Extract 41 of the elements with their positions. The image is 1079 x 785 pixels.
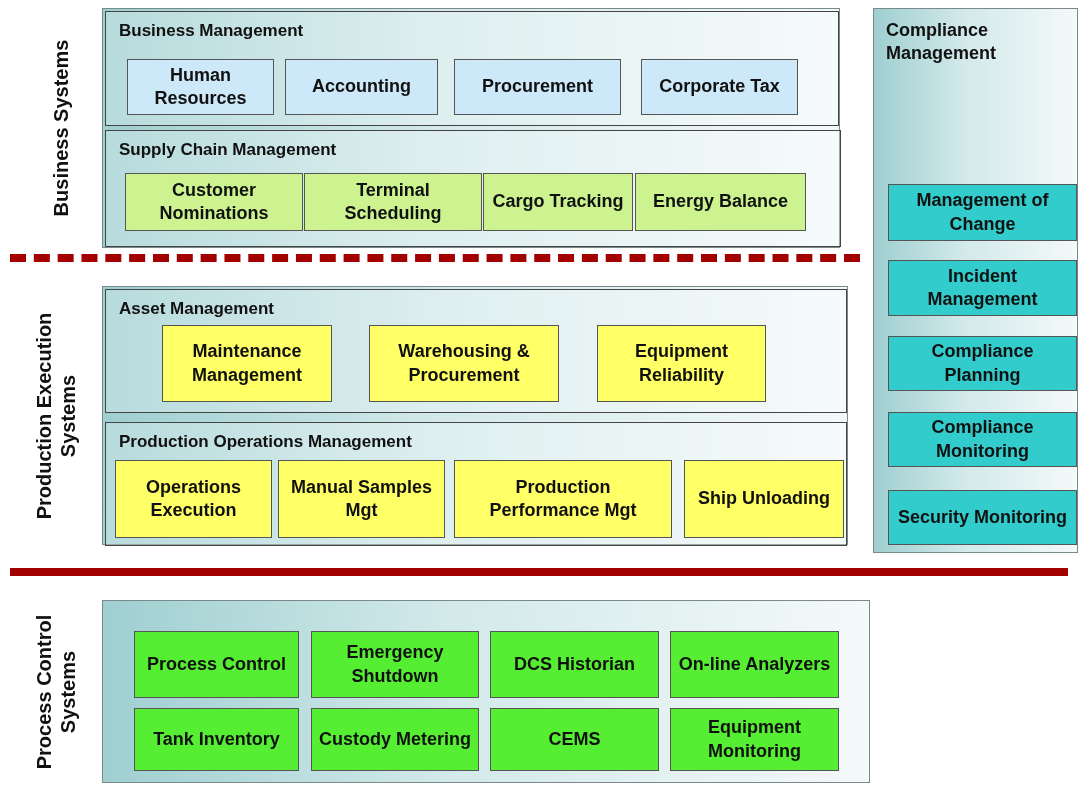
group-heading: Asset Management <box>119 299 274 319</box>
module-box: Management of Change <box>888 184 1077 241</box>
module-box: Custody Metering <box>311 708 479 771</box>
module-box: Manual Samples Mgt <box>278 460 445 538</box>
module-box: Equipment Monitoring <box>670 708 839 771</box>
panel-label: Production Execution Systems <box>32 311 80 521</box>
module-box: Warehousing & Procurement <box>369 325 559 402</box>
module-box: Tank Inventory <box>134 708 299 771</box>
group-heading: Supply Chain Management <box>119 140 337 160</box>
group-box <box>105 422 847 546</box>
group-heading: Business Management <box>119 21 304 41</box>
group-box <box>105 130 841 247</box>
module-box: Incident Management <box>888 260 1077 316</box>
module-box: Customer Nominations <box>125 173 303 231</box>
module-box: On-line Analyzers <box>670 631 839 698</box>
module-box: Security Monitoring <box>888 490 1077 545</box>
group-box <box>105 11 839 126</box>
module-box: Corporate Tax <box>641 59 798 115</box>
system-panel <box>873 8 1078 553</box>
module-box: Terminal Scheduling <box>304 173 482 231</box>
panel-label: Process Control Systems <box>32 613 80 771</box>
module-box: Maintenance Management <box>162 325 332 402</box>
group-heading: Production Operations Management <box>119 432 412 452</box>
module-box: Production Performance Mgt <box>454 460 672 538</box>
module-box: Process Control <box>134 631 299 698</box>
module-box: Ship Unloading <box>684 460 844 538</box>
module-box: Procurement <box>454 59 621 115</box>
panel-label: Business Systems <box>49 38 73 219</box>
module-box: DCS Historian <box>490 631 659 698</box>
group-box <box>105 289 847 413</box>
module-box: Operations Execution <box>115 460 272 538</box>
module-box: Compliance Monitoring <box>888 412 1077 467</box>
panel-heading: Compliance Management <box>886 19 998 66</box>
module-box: Compliance Planning <box>888 336 1077 391</box>
module-box: Human Resources <box>127 59 274 115</box>
module-box: Accounting <box>285 59 438 115</box>
module-box: Cargo Tracking <box>483 173 633 231</box>
module-box: CEMS <box>490 708 659 771</box>
module-box: Emergency Shutdown <box>311 631 479 698</box>
module-box: Equipment Reliability <box>597 325 766 402</box>
module-box: Energy Balance <box>635 173 806 231</box>
